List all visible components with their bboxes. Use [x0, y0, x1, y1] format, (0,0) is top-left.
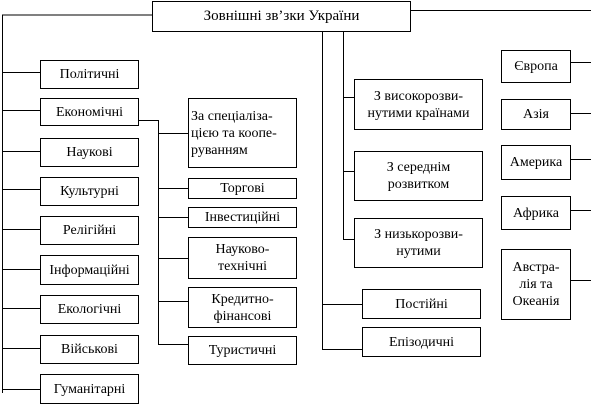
region-asia: Азія — [501, 99, 571, 130]
subtype-scientific-technical: Науково- технічні — [188, 237, 297, 279]
region-africa: Африка — [501, 196, 571, 230]
subtype-trade: Торгові — [188, 178, 297, 199]
title-box: Зовнішні зв’зки України — [152, 1, 411, 32]
kind-military: Військові — [40, 335, 139, 364]
subtype-tourist: Туристичні — [188, 336, 297, 365]
kind-religious: Релігійні — [40, 216, 139, 245]
subtype-credit-financial: Кредитно- фінансові — [188, 287, 297, 328]
dev-high: З високорозви- нутими країнами — [354, 79, 483, 130]
kind-ecological: Екологічні — [40, 295, 139, 324]
kind-economic: Економічні — [40, 98, 139, 126]
region-america: Америка — [501, 145, 571, 180]
kind-scientific: Наукові — [40, 138, 139, 167]
kind-humanitarian: Гуманітарні — [40, 374, 139, 404]
subtype-investment: Інвестиційні — [188, 207, 297, 228]
kind-informational: Інформаційні — [40, 255, 139, 285]
regularity-episodic: Епізодичні — [362, 327, 481, 357]
region-europe: Європа — [501, 50, 571, 83]
kind-political: Політичні — [40, 60, 139, 89]
subtype-specialization: За спеціаліза- цією та коопе- руванням — [188, 98, 297, 168]
regularity-permanent: Постійні — [362, 289, 481, 319]
kind-cultural: Культурні — [40, 177, 139, 206]
dev-medium: З середнім розвитком — [354, 151, 483, 201]
region-australia-oceania: Австра- лія та Океанія — [501, 249, 571, 320]
dev-low: З низькорозви- нутими — [354, 218, 483, 268]
